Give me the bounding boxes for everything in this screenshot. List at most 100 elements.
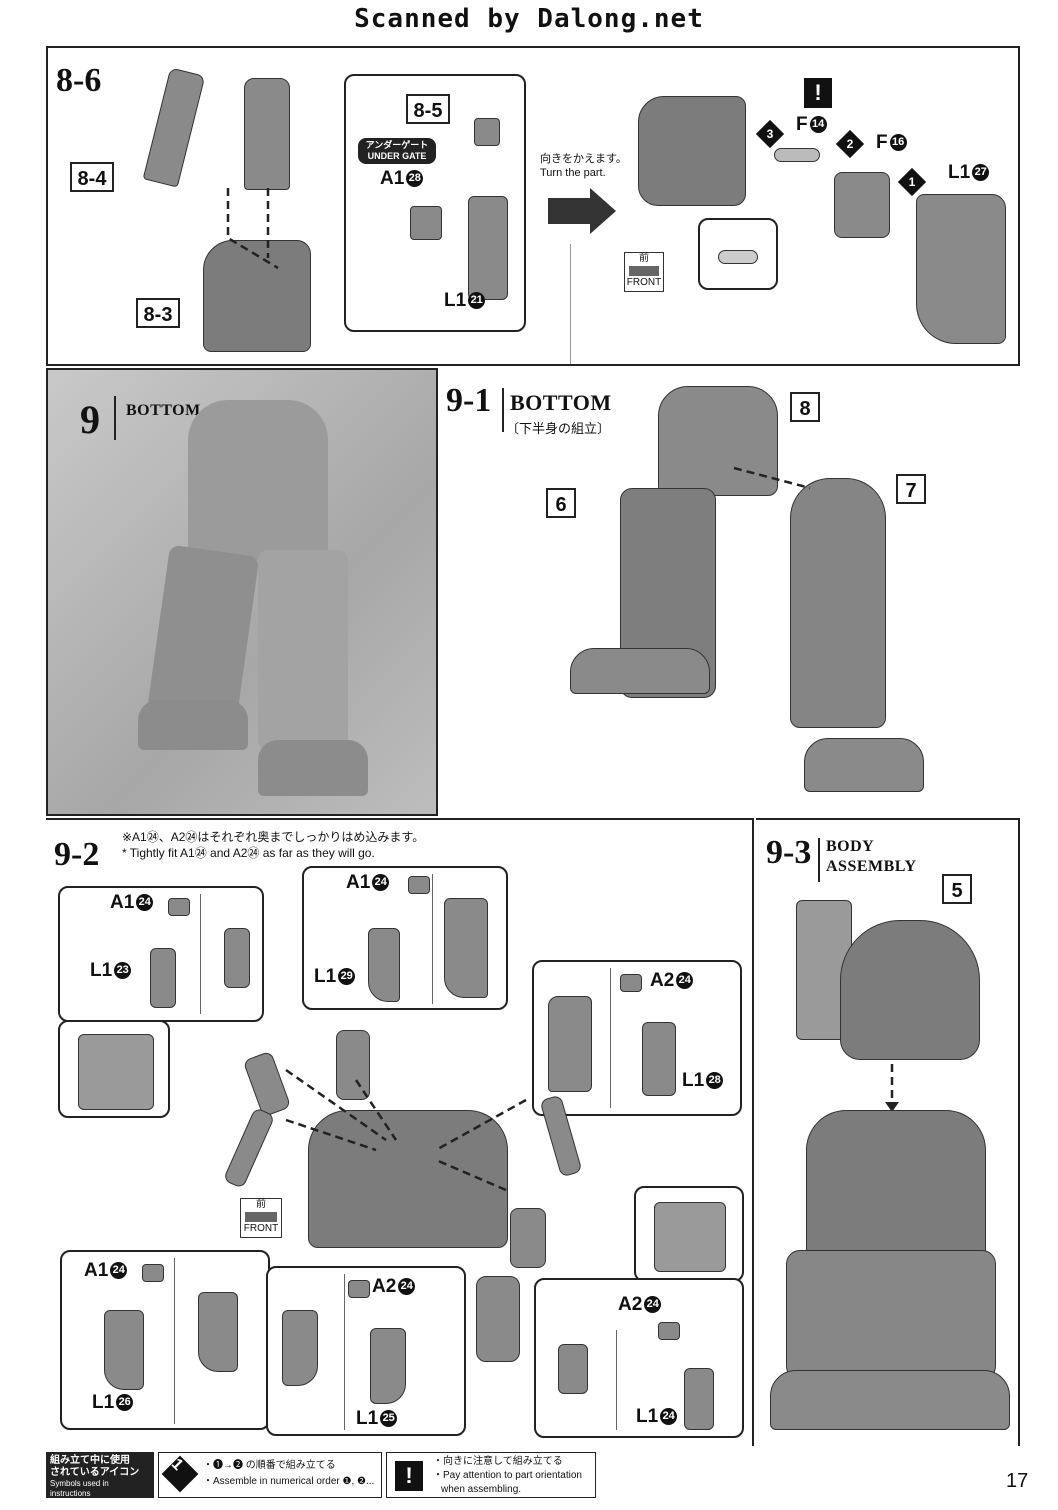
part-a2-24 xyxy=(620,974,642,992)
step-note-ja: ※A1㉔、A2㉔はそれぞれ奥までしっかりはめ込みます。 xyxy=(122,830,425,844)
part-f14 xyxy=(774,148,820,162)
part-l1-26-done xyxy=(198,1292,238,1372)
legend-warning-ja: ・向きに注意して組み立てる xyxy=(433,1456,563,1467)
assembly-arrows xyxy=(226,188,279,270)
part-a1-24 xyxy=(142,1264,164,1282)
legend-order: 1 ・❶→❷ の順番で組み立てる ・Assemble in numerical … xyxy=(158,1452,382,1498)
part-armor-6 xyxy=(476,1276,520,1362)
part-l1-21 xyxy=(468,196,508,300)
warning-icon: ! xyxy=(395,1461,423,1491)
assembly-arrows xyxy=(733,466,811,490)
label-5: 5 xyxy=(942,874,972,904)
part-l1-23 xyxy=(150,948,176,1008)
assembly-arrows xyxy=(285,1068,527,1192)
part-l1-28-done xyxy=(548,996,592,1092)
step-title-line1: BODY xyxy=(826,838,875,855)
part-l1-29-done xyxy=(444,898,488,998)
part-l1-29 xyxy=(368,928,400,1002)
part-f16 xyxy=(834,172,890,238)
step-9-1-panel: 9-1 BOTTOM 〔下半身の組立〕 8 6 7 xyxy=(440,368,1020,816)
step-title-line2: ASSEMBLY xyxy=(826,858,917,875)
model-photo xyxy=(138,400,378,800)
step-note-en: * Tightly fit A1㉔ and A2㉔ as far as they… xyxy=(122,846,375,860)
part-feet xyxy=(770,1370,1010,1430)
legend-warning-en-2: when assembling. xyxy=(441,1484,522,1495)
step-number: 9-2 xyxy=(54,836,100,873)
step-number: 9-1 xyxy=(446,382,492,419)
assembly-arrow xyxy=(885,1064,899,1112)
part-l1-25 xyxy=(370,1328,406,1404)
part-6-foot xyxy=(570,648,710,694)
order-icon: 1 xyxy=(161,1455,199,1493)
order-2-badge: 2 xyxy=(835,129,865,159)
order-1-badge: 1 xyxy=(897,167,927,197)
step-number: 9-3 xyxy=(766,834,812,871)
part-8-3-torso xyxy=(203,240,311,352)
part-detail xyxy=(78,1034,154,1110)
part-armor-5 xyxy=(510,1208,546,1268)
part-l1-24 xyxy=(684,1368,714,1430)
label-8-4: 8-4 xyxy=(70,162,114,192)
part-a1-24 xyxy=(168,898,190,916)
legend-order-ja: ・❶→❷ の順番で組み立てる xyxy=(203,1460,336,1471)
part-armor-3 xyxy=(222,1106,276,1190)
part-7-foot xyxy=(804,738,924,792)
label-8: 8 xyxy=(790,392,820,422)
part-a1-24 xyxy=(408,876,430,894)
part-l1-27-armor xyxy=(916,194,1006,344)
part-l1-25-done xyxy=(282,1310,318,1386)
part-lower-legs xyxy=(786,1250,996,1380)
part-8-4 xyxy=(142,67,206,188)
turn-note-en: Turn the part. xyxy=(540,167,606,179)
callout-polycap xyxy=(698,218,778,290)
part-a2-24 xyxy=(658,1322,680,1340)
step-number: 8-6 xyxy=(56,62,102,99)
legend-heading-ja-1: 組み立て中に使用 xyxy=(50,1455,130,1466)
step-9-3-panel: 9-3 BODY ASSEMBLY 5 xyxy=(756,818,1020,1446)
callout-top-detail xyxy=(634,1186,744,1282)
under-gate-en: UNDER GATE xyxy=(367,151,427,161)
part-lower-body xyxy=(806,1110,986,1260)
big-arrow-icon xyxy=(548,188,616,234)
part-piece xyxy=(410,206,442,240)
step-9-2-panel: 9-2 ※A1㉔、A2㉔はそれぞれ奥までしっかりはめ込みます。 * Tightl… xyxy=(46,818,754,1446)
part-8-waist xyxy=(658,386,778,496)
label-6: 6 xyxy=(546,488,576,518)
legend-warning: ! ・向きに注意して組み立てる ・Pay attention to part o… xyxy=(386,1452,596,1498)
scan-credit: Scanned by Dalong.net xyxy=(354,4,704,34)
label-8-5: 8-5 xyxy=(406,94,450,124)
part-l1-24-done xyxy=(558,1344,588,1394)
label-8-3: 8-3 xyxy=(136,298,180,328)
step-subtitle: 〔下半身の組立〕 xyxy=(506,421,611,436)
part-5-upper-body xyxy=(840,920,980,1060)
warning-icon: ! xyxy=(804,78,832,108)
legend-heading-en: Symbols used in instructions xyxy=(50,1479,109,1498)
turn-note-ja: 向きをかえます。 xyxy=(540,153,627,165)
part-l1-28 xyxy=(642,1022,676,1096)
part-detail xyxy=(654,1202,726,1272)
polycap-part xyxy=(718,250,758,264)
